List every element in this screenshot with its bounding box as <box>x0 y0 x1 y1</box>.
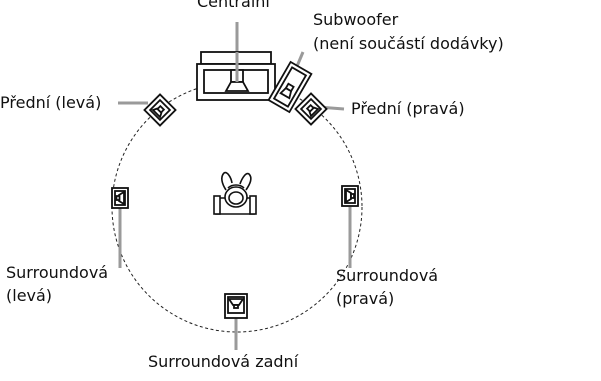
center-speaker-icon <box>196 51 276 101</box>
front-right-speaker-icon <box>294 92 328 126</box>
subwoofer-label-line2: (není součástí dodávky) <box>313 34 504 53</box>
listener-icon <box>213 171 257 215</box>
surround-left-speaker-icon <box>111 187 129 209</box>
center-speaker-label: Centrální <box>197 0 270 11</box>
front-right-label: Přední (pravá) <box>351 99 465 118</box>
subwoofer-label-line1: Subwoofer <box>313 10 399 29</box>
subwoofer-icon <box>267 60 313 114</box>
surround-right-speaker-icon <box>341 185 359 207</box>
surround-back-label: Surroundová zadní <box>148 352 299 371</box>
surround-back-speaker-icon <box>224 293 248 319</box>
surround-left-label-line1: Surroundová <box>6 263 109 282</box>
front-left-speaker-icon <box>143 93 177 127</box>
surround-left-label-line2: (levá) <box>6 286 53 305</box>
surround-right-label-line2: (pravá) <box>336 289 395 308</box>
surround-right-label-line1: Surroundová <box>336 266 439 285</box>
front-left-label: Přední (levá) <box>0 93 102 112</box>
